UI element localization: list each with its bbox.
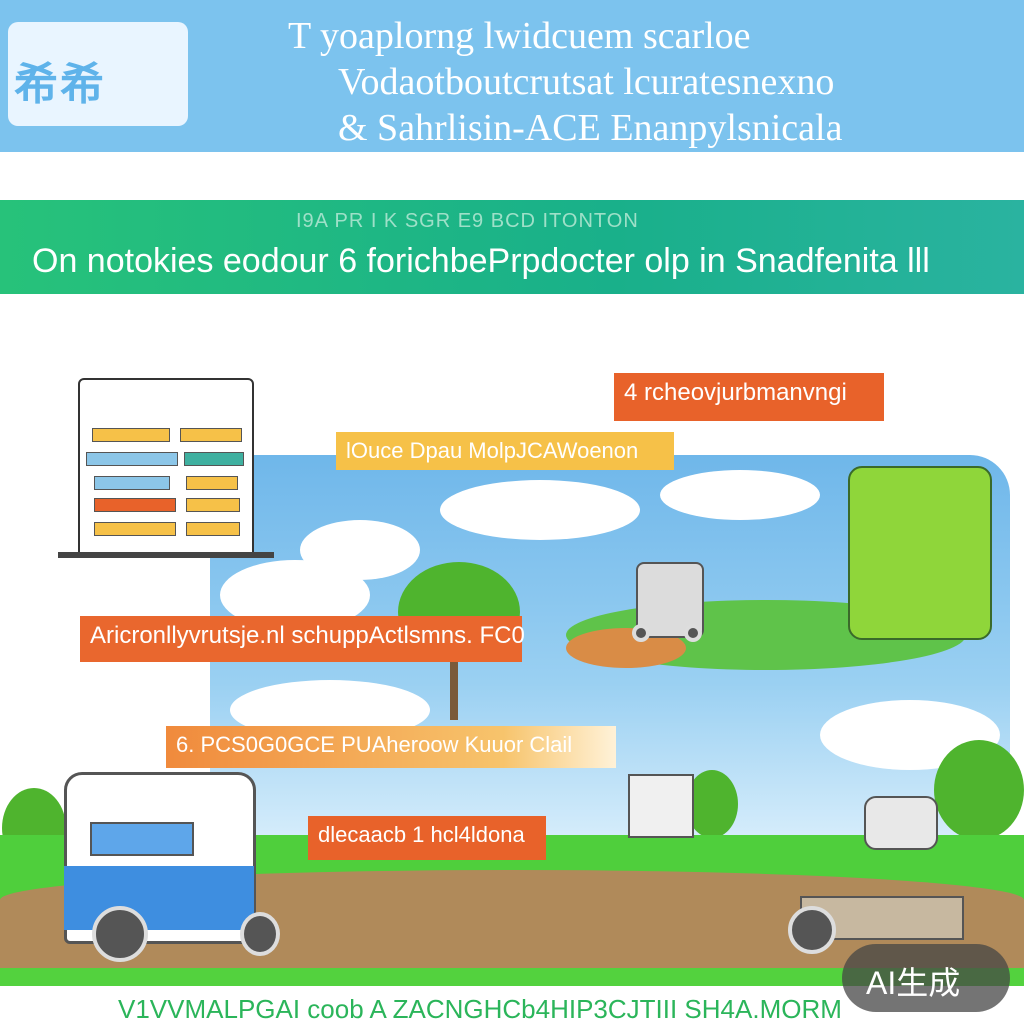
van-stripe (64, 866, 254, 930)
green-container-icon (848, 466, 992, 640)
box-icon (628, 774, 694, 838)
banner-main-text: On notokies eodour 6 forichbePrpdocter o… (32, 242, 930, 280)
ai-badge-text: AI生成 (866, 965, 961, 1001)
clipboard-base (58, 552, 274, 558)
footer-text: V1VVMALPGAI coob A ZACNGHCb4HIP3CJTIII S… (118, 994, 842, 1024)
logo-text: 希希 (14, 60, 106, 109)
clipboard-icon (78, 378, 254, 558)
wheel-icon (632, 624, 650, 642)
label-box-1: 4 rcheovjurbmanvngi (614, 373, 884, 421)
wheel-icon (788, 906, 836, 954)
clipboard-bar (186, 498, 240, 512)
cloud (660, 470, 820, 520)
subtitle-banner (0, 200, 1024, 294)
banner-small-text: I9A PR I K SGR E9 BCD ITONTON (296, 210, 639, 232)
clipboard-bar (94, 522, 176, 536)
clipboard-bar (92, 428, 170, 442)
logo-box (8, 22, 188, 126)
wheel-icon (92, 906, 148, 962)
label-box-2: lOuce Dpau MolpJCAWoenon (336, 432, 674, 470)
clipboard-bar (186, 476, 238, 490)
title-line-3: & Sahrlisin-ACE Enanpylsnicala (338, 107, 843, 149)
clipboard-bar (86, 452, 178, 466)
label-box-4: 6. PCS0G0GCE PUAheroow Kuuor Clail (166, 726, 616, 768)
header-divider (0, 152, 1024, 200)
wheel-icon (240, 912, 280, 956)
cloud (440, 480, 640, 540)
clipboard-bar (94, 476, 170, 490)
ai-generated-badge (842, 944, 1010, 1012)
clipboard-bar (184, 452, 244, 466)
clipboard-bar (94, 498, 176, 512)
grass-strip (0, 968, 1024, 986)
label-box-3: Aricronllyvrutsje.nl schuppActlsmns. FC0 (80, 616, 525, 662)
title-line-1: T yoaplorng lwidcuem scarloe (288, 15, 751, 57)
wheel-icon (684, 624, 702, 642)
van-window (90, 822, 194, 856)
title-line-2: Vodaotboutcrutsat lcuratesnexno (338, 61, 835, 103)
tree-icon (934, 740, 1024, 840)
label-box-5: dlecaacb 1 hcl4ldona (308, 816, 546, 860)
clipboard-bar (180, 428, 242, 442)
tree-trunk (450, 640, 458, 720)
clipboard-bar (186, 522, 240, 536)
cabin-vehicle-icon (636, 562, 704, 638)
tree-icon (686, 770, 738, 838)
car-icon (864, 796, 938, 850)
cloud (300, 520, 420, 580)
